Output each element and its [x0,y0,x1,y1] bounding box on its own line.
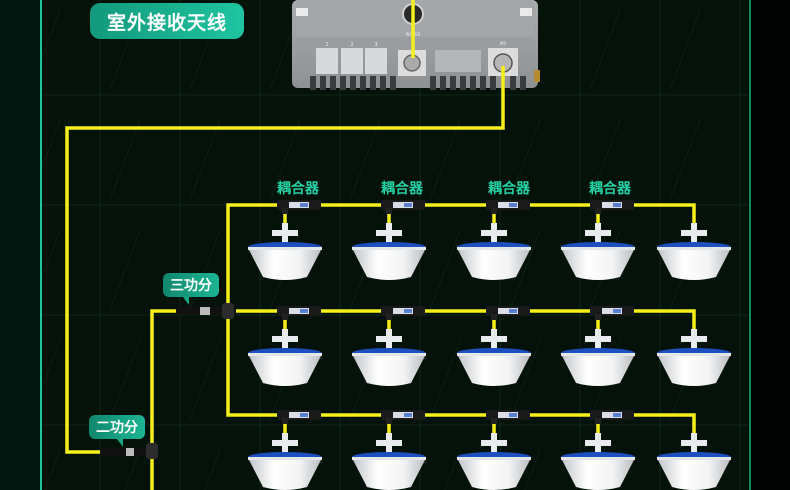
coupler [486,200,530,214]
callout-tail [183,297,189,305]
ceiling-antenna [457,433,531,490]
ceiling-antenna [457,223,531,280]
cable-drops-row-1 [283,212,600,232]
port-3 [365,48,387,74]
antennas [248,223,731,490]
ceiling-antenna [561,223,635,280]
cable-2way-up [150,309,176,444]
two-way-splitter-text: 二功分 [96,420,138,436]
outdoor-antenna-title: 室外接收天线 [90,3,244,39]
port-2 [341,48,363,74]
couplers [277,200,634,424]
cables [65,0,696,490]
coupler [590,200,634,214]
coupler [486,410,530,424]
two-way-splitter-label: 二功分 [89,415,145,447]
coupler-label-3: 耦合器 [488,181,530,197]
ceiling-antenna [352,329,426,386]
coupler-label-2: 耦合器 [381,181,423,197]
coupler-label-1: 耦合器 [277,181,319,197]
ceiling-antenna [248,433,322,490]
coupler [590,306,634,320]
repeater-bolt-left [296,8,308,16]
ceiling-antenna [657,329,731,386]
coupler [590,410,634,424]
port-1 [316,48,338,74]
repeater-bolt-right [520,8,532,16]
coupler [381,306,425,320]
ceiling-antenna [657,433,731,490]
cable-row-2 [318,309,696,336]
coupler [381,200,425,214]
port-3-label: 3 [374,42,377,48]
ceiling-antenna [561,329,635,386]
coupler-label-4: 耦合器 [589,181,631,197]
spec-label-plate [435,50,481,72]
repeater-unit: 1 2 3 POWER MS [292,0,540,90]
coupler [277,306,321,320]
cable-main-feed [65,66,505,454]
callout-tail [117,439,123,447]
ground-terminal [534,70,540,82]
right-margin [751,0,790,490]
coupler [381,410,425,424]
three-way-splitter-text: 三功分 [170,278,212,294]
cable-row-1 [318,203,696,232]
cable-3way-top [226,203,280,304]
ms-label: MS [500,41,506,46]
coupler [277,410,321,424]
ceiling-antenna [352,223,426,280]
ceiling-antenna [657,223,731,280]
cable-drops-row-3 [283,422,600,440]
three-way-splitter [176,303,234,319]
two-way-splitter [100,443,158,459]
coupler [486,306,530,320]
left-margin [0,0,40,490]
ceiling-antenna [248,223,322,280]
heat-sink-fins [310,76,526,90]
ceiling-antenna [352,433,426,490]
cable-3way-bottom [226,318,280,417]
ceiling-antenna [248,329,322,386]
cable-drops-row-2 [283,318,600,336]
ceiling-antenna [561,433,635,490]
port-1-label: 1 [325,42,328,48]
cable-row-3 [318,413,696,440]
port-2-label: 2 [350,42,353,48]
three-way-splitter-label: 三功分 [163,273,219,305]
ceiling-antenna [457,329,531,386]
coupler [277,200,321,214]
